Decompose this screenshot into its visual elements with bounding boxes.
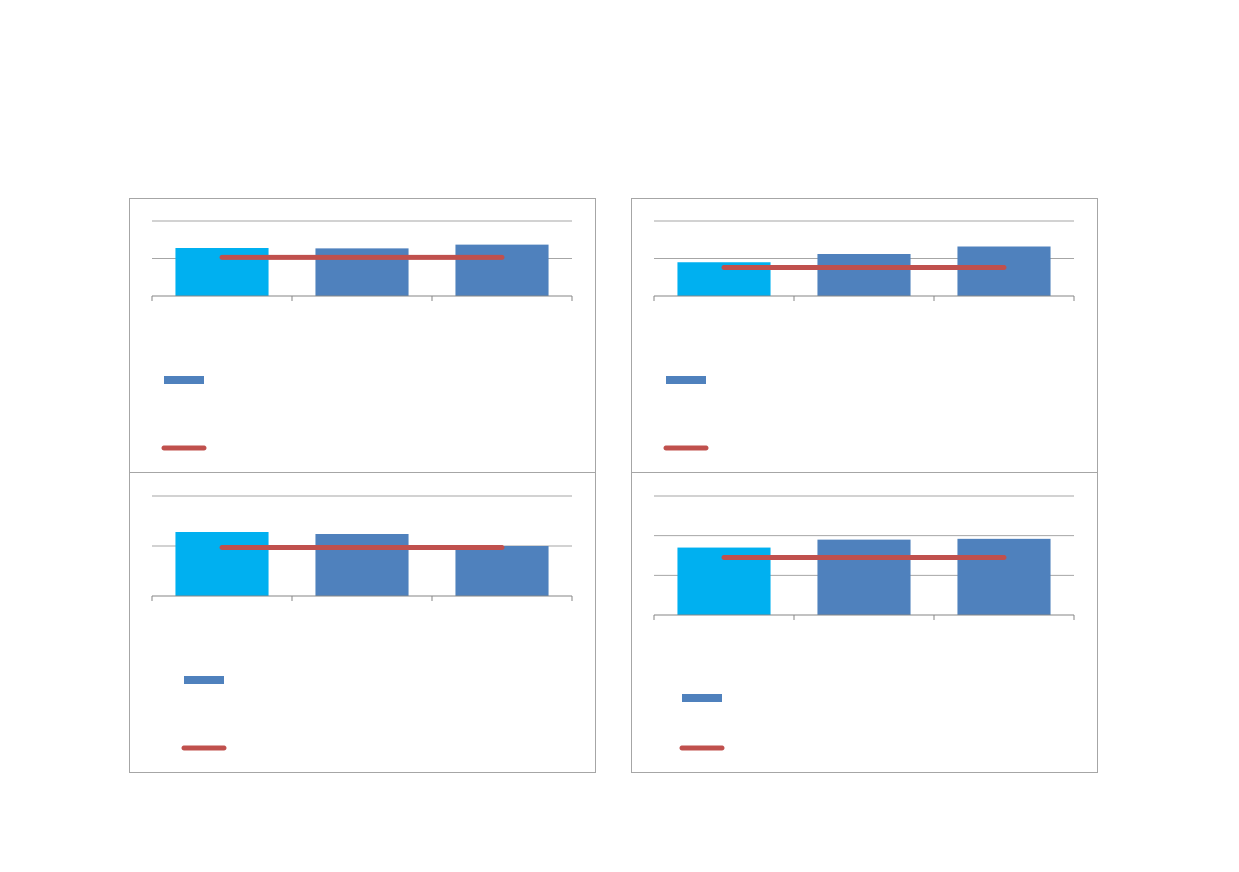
bar-3 [455,546,549,596]
chart-4-svg [653,495,1075,751]
bar-3 [455,244,549,296]
bar-2 [817,254,911,296]
chart-panel-3 [129,472,596,773]
chart-2-svg [653,220,1075,451]
bar-2 [817,539,911,615]
chart-panel-2 [631,198,1098,473]
bar-2 [315,534,409,596]
chart-panel-1 [129,198,596,473]
bar-3 [957,538,1051,615]
chart-panel-4 [631,472,1098,773]
legend-bar-key [666,376,706,384]
bar-3 [957,246,1051,296]
legend-bar-key [682,694,722,702]
chart-3-svg [151,495,573,751]
bar-1 [175,532,269,596]
legend-bar-key [184,676,224,684]
chart-1-svg [151,220,573,451]
legend-bar-key [164,376,204,384]
